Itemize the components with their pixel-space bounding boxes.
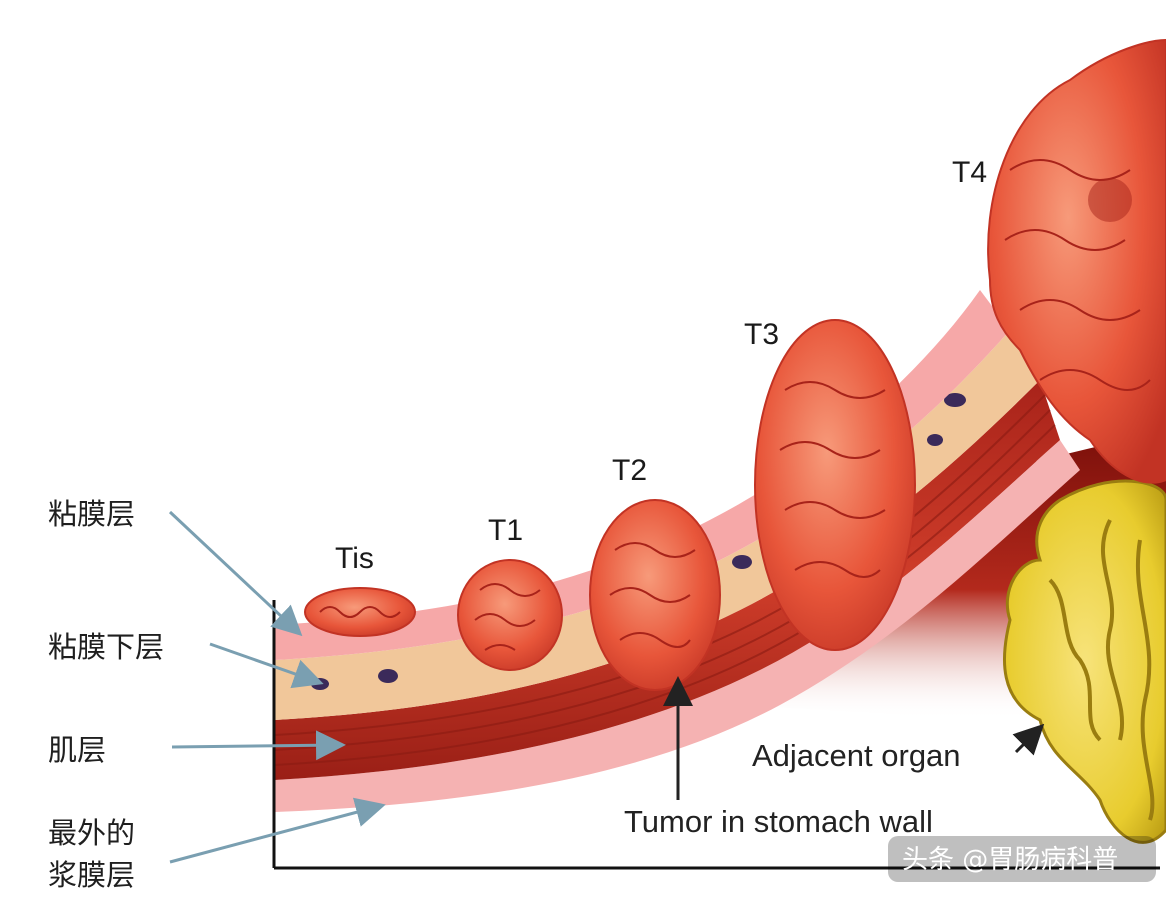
tumor-in-wall-label: Tumor in stomach wall xyxy=(624,804,933,839)
tumor-t4 xyxy=(987,38,1166,484)
layer-label-muscularis: 肌层 xyxy=(48,733,106,767)
stage-label-tis: Tis xyxy=(335,542,374,575)
arrow-submucosa xyxy=(209,642,324,689)
layer-pointer-arrows xyxy=(168,510,386,864)
layer-label-submucosa: 粘膜下层 xyxy=(48,630,164,664)
stage-label-t4: T4 xyxy=(952,156,987,189)
arrow-mucosa xyxy=(168,510,303,637)
tumor-tis xyxy=(304,587,416,637)
layer-label-mucosa: 粘膜层 xyxy=(48,497,135,531)
tumor-t2 xyxy=(589,499,721,691)
adjacent-organ-arrow xyxy=(1012,723,1045,756)
adjacent-organ-label: Adjacent organ xyxy=(752,738,961,773)
axis-frame xyxy=(272,600,1160,870)
layer-label-serosa-line2: 浆膜层 xyxy=(48,858,135,892)
watermark: 头条 @胃肠病科普 xyxy=(888,836,1156,882)
stage-label-t1: T1 xyxy=(488,514,523,547)
tumor-t3 xyxy=(754,319,916,651)
watermark-text: 头条 @胃肠病科普 xyxy=(902,845,1118,875)
arrow-serosa xyxy=(169,797,386,864)
arrow-muscularis xyxy=(171,730,346,761)
stage-label-t2: T2 xyxy=(612,454,647,487)
tumor-t1 xyxy=(457,559,563,671)
stage-label-t3: T3 xyxy=(744,318,779,351)
layer-label-serosa-line1: 最外的 xyxy=(48,816,135,850)
